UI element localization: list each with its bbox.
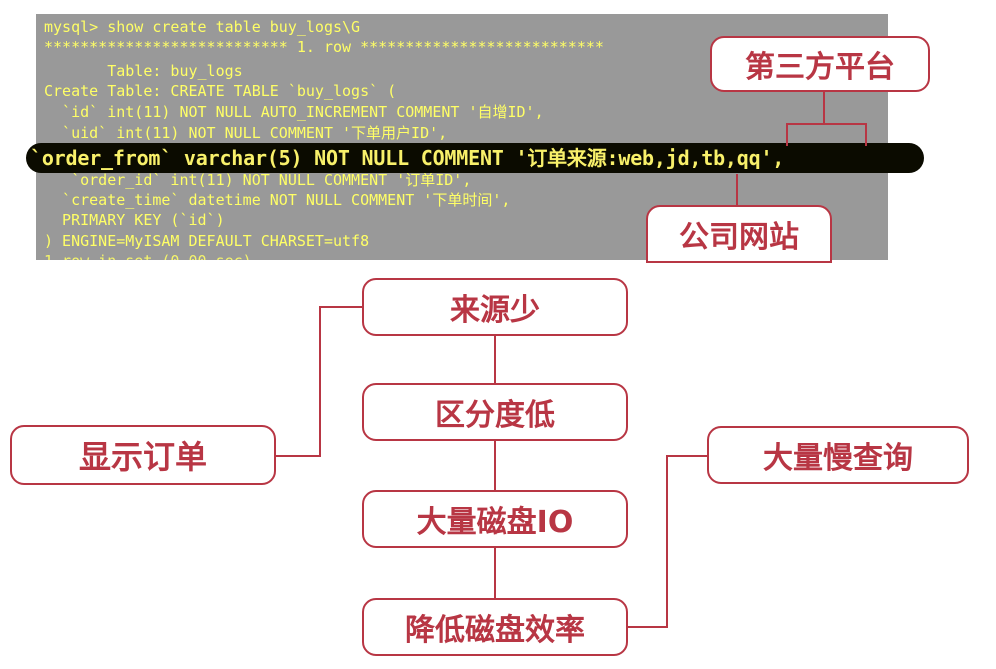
terminal-line: `uid` int(11) NOT NULL COMMENT '下单用户ID', bbox=[44, 124, 448, 142]
connector-left bbox=[276, 306, 362, 457]
terminal-line: mysql> show create table buy_logs\G bbox=[44, 18, 361, 36]
company-site-label: 公司网站 bbox=[646, 205, 832, 263]
flow-step-few-sources: 来源少 bbox=[362, 278, 628, 336]
third-party-platform-label: 第三方平台 bbox=[710, 36, 930, 92]
terminal-line: `id` int(11) NOT NULL AUTO_INCREMENT COM… bbox=[44, 103, 544, 121]
highlighted-column-definition: `order_from` varchar(5) NOT NULL COMMENT… bbox=[30, 146, 785, 170]
highlight-bar bbox=[26, 143, 924, 173]
terminal-line: ) ENGINE=MyISAM DEFAULT CHARSET=utf8 bbox=[44, 232, 370, 250]
connector-third-party-right bbox=[824, 123, 867, 146]
connector-right bbox=[628, 455, 707, 628]
flow-step-heavy-disk-io: 大量磁盘IO bbox=[362, 490, 628, 548]
flow-step-low-selectivity: 区分度低 bbox=[362, 383, 628, 441]
terminal-line: Create Table: CREATE TABLE `buy_logs` ( bbox=[44, 82, 397, 100]
many-slow-queries-label: 大量慢查询 bbox=[707, 426, 969, 484]
terminal-line: 1 row in set (0.00 sec) bbox=[44, 252, 252, 260]
terminal-line: *************************** 1. row *****… bbox=[44, 38, 604, 56]
terminal-line: `order_id` int(11) NOT NULL COMMENT '订单I… bbox=[44, 171, 472, 189]
terminal-line: Table: buy_logs bbox=[44, 62, 243, 80]
terminal-line: `create_time` datetime NOT NULL COMMENT … bbox=[44, 191, 511, 209]
connector-third-party bbox=[786, 92, 825, 146]
flow-step-reduce-disk-efficiency: 降低磁盘效率 bbox=[362, 598, 628, 656]
show-orders-label: 显示订单 bbox=[10, 425, 276, 485]
terminal-line: PRIMARY KEY (`id`) bbox=[44, 211, 225, 229]
